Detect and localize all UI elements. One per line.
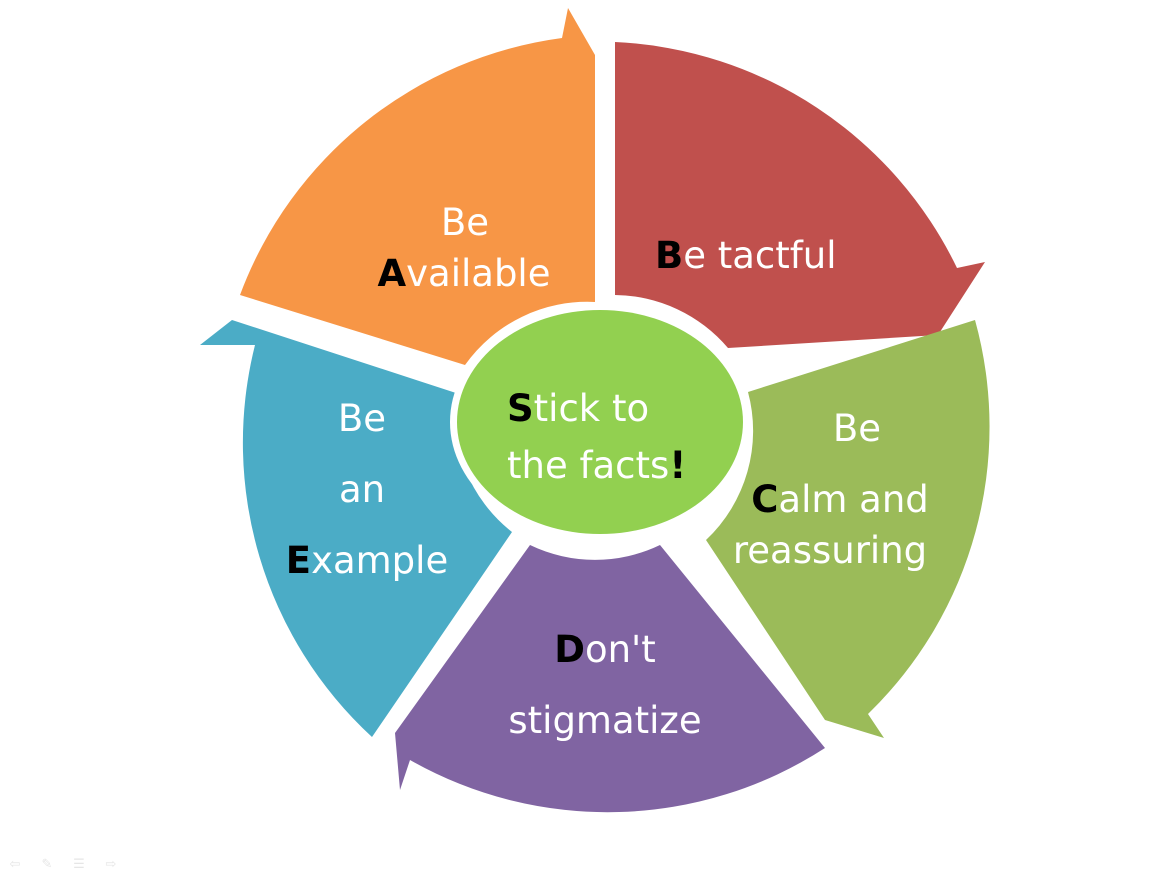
segment-e-line-3: Example	[286, 539, 448, 582]
segment-b-line-1: Be tactful	[655, 234, 837, 277]
segment-b-line-1-lead: B	[655, 234, 683, 277]
segment-c-line-2: Calm and	[751, 478, 929, 521]
segment-d-line-2-rest: stigmatize	[508, 699, 701, 742]
segment-a-line-2-lead: A	[378, 252, 407, 295]
slide-controls: ⇦ ✎ ☰ ⇨	[0, 855, 124, 873]
segment-c-line-1: Be	[833, 407, 881, 450]
center-line-1-lead: S	[507, 387, 534, 430]
arrow-left-icon[interactable]: ⇦	[9, 856, 21, 872]
segment-e-line-1-rest: Be	[338, 397, 386, 440]
segment-c-line-2-rest: alm and	[778, 478, 928, 521]
segment-d-line-1: Don't	[554, 628, 656, 671]
segment-be-available	[240, 8, 595, 365]
segment-c-line-3-rest: reassuring	[733, 529, 927, 572]
segment-a-line-2: Available	[378, 252, 551, 295]
segment-e-line-1: Be	[338, 397, 386, 440]
segment-c-line-3: reassuring	[733, 529, 927, 572]
center-line-1: Stick to	[507, 387, 649, 430]
segment-a-line-1-rest: Be	[441, 201, 489, 244]
segment-b-line-1-rest: e tactful	[683, 234, 836, 277]
pen-icon[interactable]: ✎	[41, 856, 53, 872]
segment-a-line-1: Be	[441, 201, 489, 244]
segment-be-calm	[706, 320, 990, 738]
menu-icon[interactable]: ☰	[73, 856, 85, 872]
center-line-1-rest: tick to	[534, 387, 649, 430]
center-line-2-text: the facts	[507, 444, 669, 487]
segment-e-line-2-rest: an	[339, 468, 385, 511]
segment-e-line-3-lead: E	[286, 539, 311, 582]
segment-e-line-3-rest: xample	[311, 539, 448, 582]
center-line-2: the facts!	[507, 444, 686, 487]
segment-be-tactful	[615, 42, 985, 348]
arrow-right-icon[interactable]: ⇨	[105, 856, 117, 872]
segment-d-line-1-lead: D	[554, 628, 585, 671]
segment-c-line-1-rest: Be	[833, 407, 881, 450]
segment-a-line-2-rest: vailable	[406, 252, 550, 295]
segment-c-line-2-lead: C	[751, 478, 778, 521]
segment-e-line-2: an	[339, 468, 385, 511]
center-ellipse	[457, 310, 743, 534]
segment-d-line-2: stigmatize	[508, 699, 701, 742]
center-line-2-mark: !	[669, 444, 686, 487]
segment-dont-stigmatize	[395, 545, 825, 813]
segment-be-example	[200, 320, 512, 737]
segment-d-line-1-rest: on't	[585, 628, 656, 671]
